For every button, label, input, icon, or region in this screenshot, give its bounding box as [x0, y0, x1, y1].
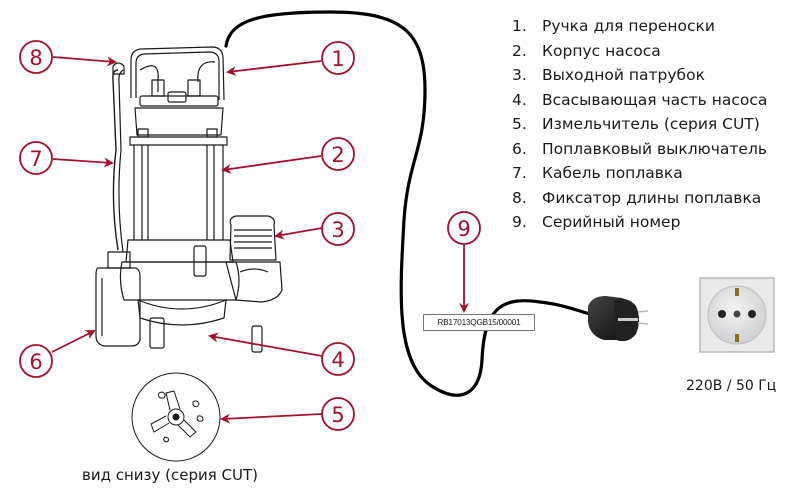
callout-arrow-1	[226, 60, 322, 77]
callout-arrow-6	[51, 330, 96, 353]
callout-circle-4	[321, 342, 355, 376]
legend-item-label: Измельчитель (серия CUT)	[542, 115, 760, 133]
callout-circle-1	[321, 41, 355, 75]
callout-arrow-4	[208, 332, 323, 357]
callout-label-1: 1	[331, 47, 344, 71]
callout-arrow-7	[52, 157, 114, 168]
callout-circle-3	[321, 212, 355, 246]
power-cable	[224, 10, 592, 397]
callout-label-7: 7	[29, 147, 42, 171]
legend-item: 8.Фиксатор длины поплавка	[512, 186, 767, 211]
legend-item: 5.Измельчитель (серия CUT)	[512, 112, 767, 137]
socket-icon	[699, 277, 775, 353]
callout-label-2: 2	[331, 143, 344, 167]
callout-circle-9	[447, 211, 481, 245]
pump-illustration	[95, 46, 283, 353]
legend-item: 9.Серийный номер	[512, 210, 767, 235]
callout-label-5: 5	[331, 403, 344, 427]
legend-item: 1.Ручка для переноски	[512, 14, 767, 39]
callout-circle-7	[19, 141, 53, 175]
legend-item-label: Фиксатор длины поплавка	[542, 188, 762, 207]
callout-label-8: 8	[29, 46, 42, 70]
legend-item: 7.Кабель поплавка	[512, 161, 767, 186]
legend-item: 3.Выходной патрубок	[512, 63, 767, 88]
plug-icon	[588, 296, 649, 342]
bottom-view-caption: вид снизу (серия CUT)	[82, 466, 259, 484]
callout-circle-5	[321, 397, 355, 431]
callout-circle-6	[19, 344, 53, 378]
callout-arrow-5	[220, 413, 323, 424]
legend-item: 4.Всасывающая часть насоса	[512, 88, 767, 113]
callout-arrow-3	[274, 227, 323, 240]
callout-circle-8	[19, 40, 53, 74]
callout-arrow-2	[221, 155, 322, 174]
legend-item: 6.Поплавковый выключатель	[512, 137, 767, 162]
callout-label-3: 3	[331, 218, 344, 242]
callout-label-4: 4	[331, 348, 344, 372]
legend-item-label: Кабель поплавка	[542, 164, 683, 182]
impeller-bottom-view	[131, 372, 221, 462]
legend-item-label: Ручка для переноски	[542, 17, 715, 35]
legend-item: 2.Корпус насоса	[512, 39, 767, 64]
legend-item-label: Поплавковый выключатель	[542, 139, 767, 158]
callout-label-9: 9	[457, 217, 470, 241]
callout-arrow-8	[52, 56, 117, 67]
legend-item-label: Всасывающая часть насоса	[542, 90, 768, 109]
power-spec-label: 220В / 50 Гц	[686, 378, 777, 394]
callouts	[19, 40, 481, 431]
legend-item-label: Серийный номер	[542, 213, 681, 231]
legend-item-label: Корпус насоса	[542, 41, 661, 60]
callout-label-6: 6	[29, 350, 42, 374]
legend-item-label: Выходной патрубок	[542, 66, 705, 84]
parts-legend: 1.Ручка для переноски 2.Корпус насоса 3.…	[512, 14, 767, 235]
serial-number-label: RB17013QGB15/00001	[423, 314, 535, 331]
callout-circle-2	[321, 137, 355, 171]
